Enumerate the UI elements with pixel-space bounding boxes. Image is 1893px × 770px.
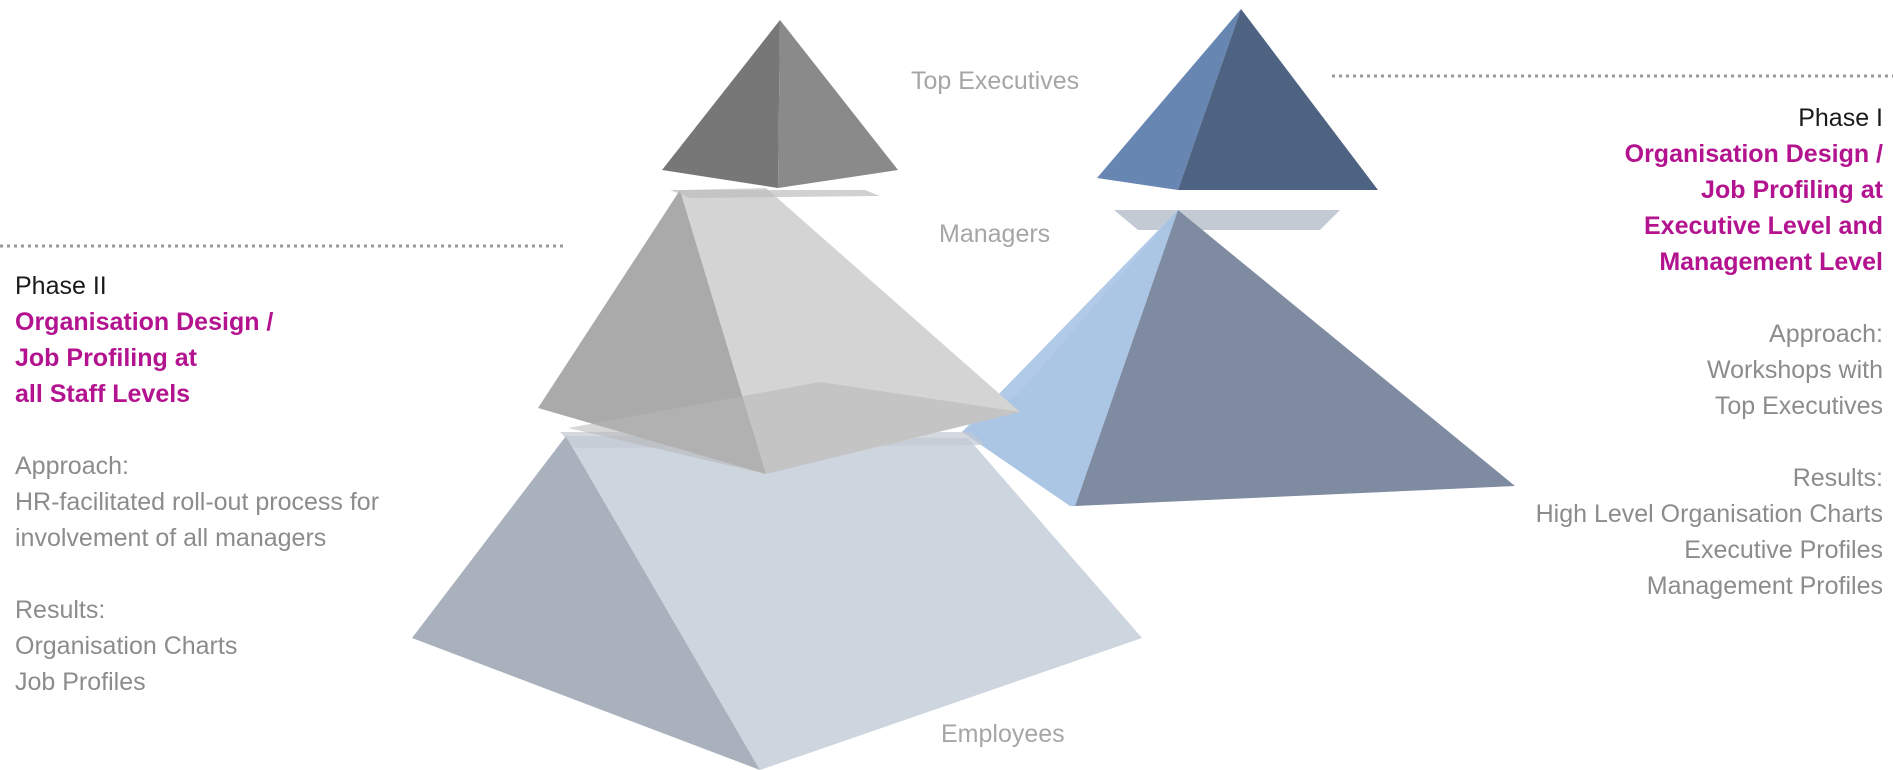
phase1-label: Phase I [1798, 104, 1883, 132]
phase2-results-line-2: Job Profiles [15, 668, 146, 696]
phase1-title-line-1: Organisation Design / [1624, 140, 1883, 168]
phase1-text-block: Phase I Organisation Design / Job Profil… [1536, 100, 1883, 604]
phase2-approach-heading: Approach: [15, 452, 129, 480]
level-label-top-executives: Top Executives [911, 67, 1080, 95]
phase1-results-heading: Results: [1792, 464, 1883, 492]
phase1-pyramid [962, 9, 1515, 506]
phase2-results-line-1: Organisation Charts [15, 632, 238, 660]
phase1-approach-heading: Approach: [1769, 320, 1883, 348]
phase2-title-line-2: Job Profiling at [15, 344, 197, 372]
phase2-label: Phase II [15, 272, 107, 300]
phase2-pyramid-apex [662, 20, 898, 188]
phase2-results-heading: Results: [15, 596, 106, 624]
phase2-title-line-3: all Staff Levels [15, 380, 191, 408]
phase1-pyramid-apex [1097, 9, 1378, 190]
phase1-results-line-2: Executive Profiles [1684, 536, 1883, 564]
phase2-approach-line-1: HR-facilitated roll-out process for [15, 488, 380, 516]
level-label-employees: Employees [941, 720, 1065, 748]
level-label-managers: Managers [939, 220, 1051, 248]
phase2-pyramid [412, 20, 1142, 770]
phase1-title-line-4: Management Level [1659, 248, 1883, 276]
phase1-results-line-1: High Level Organisation Charts [1535, 500, 1883, 528]
phase1-approach-line-2: Top Executives [1714, 392, 1883, 420]
phase1-pyramid-body [962, 210, 1515, 506]
phase1-title-line-3: Executive Level and [1643, 212, 1883, 240]
phase2-title-line-1: Organisation Design / [15, 308, 274, 336]
phase1-approach-line-1: Workshops with [1707, 356, 1883, 384]
phase2-pyramid-middle [538, 188, 1020, 474]
phase1-results-line-3: Management Profiles [1646, 572, 1883, 600]
phase1-title-line-2: Job Profiling at [1701, 176, 1883, 204]
phase2-approach-line-2: involvement of all managers [15, 524, 327, 552]
phase2-text-block: Phase II Organisation Design / Job Profi… [15, 268, 379, 700]
